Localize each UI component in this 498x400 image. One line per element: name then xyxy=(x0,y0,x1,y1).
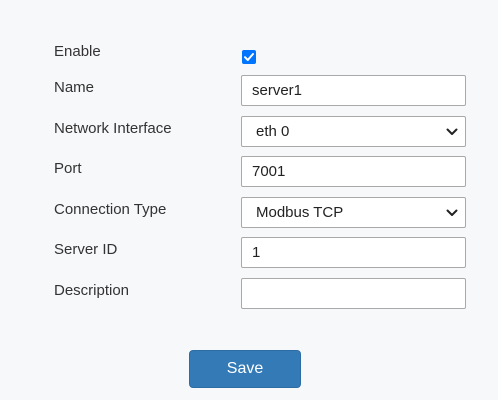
server-id-label: Server ID xyxy=(54,241,118,258)
name-label: Name xyxy=(54,79,95,96)
port-input-value: 7001 xyxy=(252,163,286,180)
network-interface-label: Network Interface xyxy=(54,120,172,137)
connection-type-select[interactable]: Modbus TCP xyxy=(241,197,466,228)
port-input[interactable]: 7001 xyxy=(241,156,466,187)
chevron-down-icon xyxy=(445,206,459,220)
network-interface-value: eth 0 xyxy=(256,123,290,140)
checkmark-icon xyxy=(244,53,254,61)
connection-type-value: Modbus TCP xyxy=(256,204,344,221)
chevron-down-icon xyxy=(445,125,459,139)
server-id-input-value: 1 xyxy=(252,244,261,261)
port-label: Port xyxy=(54,160,82,177)
enable-checkbox[interactable] xyxy=(242,50,256,64)
description-input[interactable] xyxy=(241,278,466,309)
network-interface-select[interactable]: eth 0 xyxy=(241,116,466,147)
connection-type-label: Connection Type xyxy=(54,201,167,218)
description-label: Description xyxy=(54,282,130,299)
server-id-input[interactable]: 1 xyxy=(241,237,466,268)
enable-label: Enable xyxy=(54,43,101,60)
name-input-value: server1 xyxy=(252,82,303,99)
save-button[interactable]: Save xyxy=(189,350,301,388)
name-input[interactable]: server1 xyxy=(241,75,466,106)
